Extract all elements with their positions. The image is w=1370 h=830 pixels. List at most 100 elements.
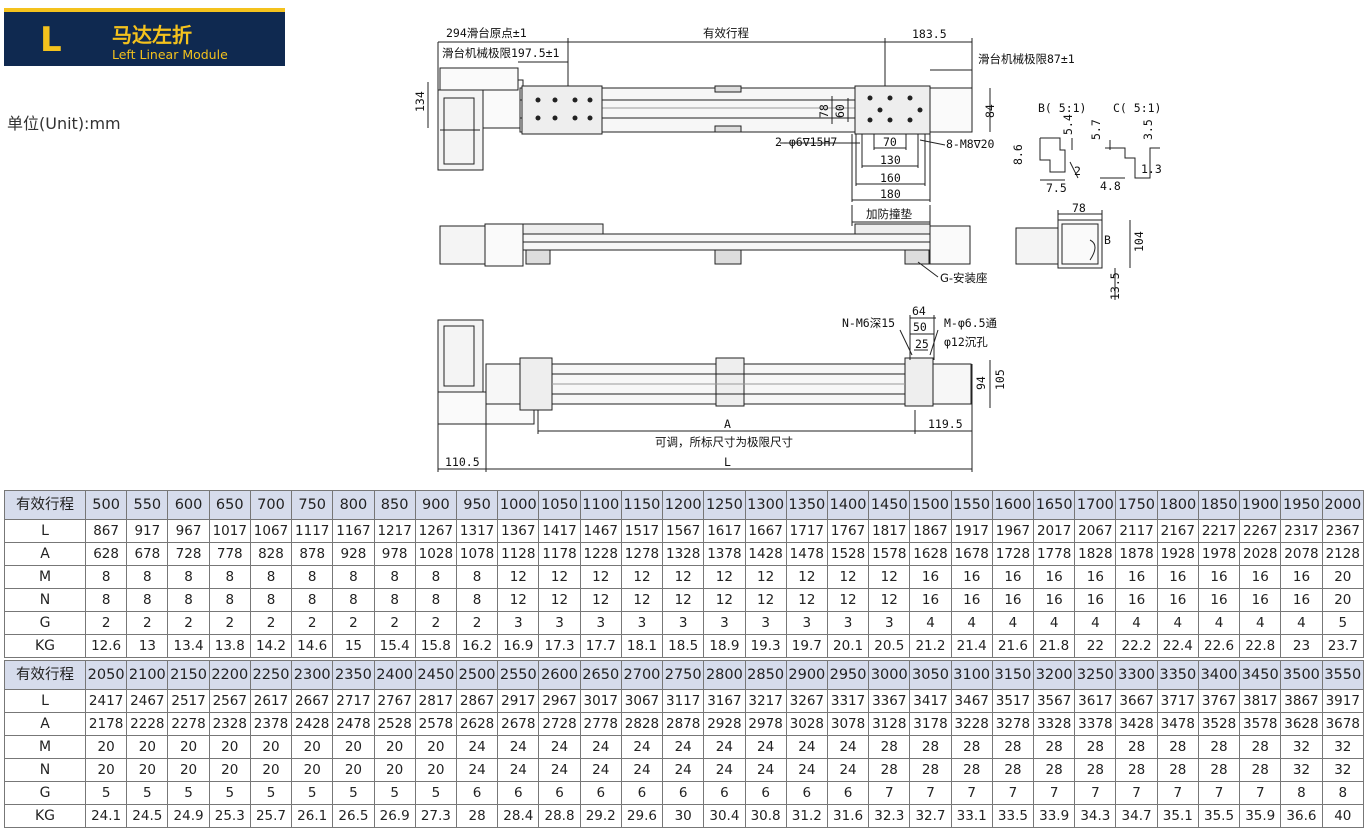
value-cell: 12 [497, 565, 540, 589]
value-cell: 32 [1321, 735, 1365, 759]
value-cell: 16.2 [455, 634, 499, 658]
value-cell: 878 [291, 542, 334, 566]
end-dim-13-5: 13.5 [1108, 272, 1122, 300]
value-cell: 828 [249, 542, 293, 566]
value-cell: 1467 [579, 519, 622, 543]
stroke-cell: 2750 [662, 660, 705, 690]
detail-b-7-5: 7.5 [1046, 181, 1067, 195]
stroke-cell: 1950 [1280, 490, 1323, 520]
top-view [427, 38, 991, 202]
value-cell: 28 [991, 735, 1035, 759]
value-cell: 24 [785, 735, 828, 759]
side-mount-label: G-安装座 [940, 271, 988, 285]
value-cell: 15 [332, 634, 375, 658]
value-cell: 20 [126, 758, 169, 782]
stroke-cell: 1650 [1033, 490, 1076, 520]
value-cell: 1317 [455, 519, 499, 543]
value-cell: 24 [744, 735, 787, 759]
dim-180: 180 [880, 187, 901, 201]
stroke-cell: 1000 [497, 490, 540, 520]
value-cell: 8 [291, 588, 334, 612]
value-cell: 12 [703, 565, 746, 589]
value-cell: 3328 [1033, 712, 1076, 736]
value-cell: 4 [1239, 611, 1282, 635]
value-cell: 3117 [662, 689, 705, 713]
end-dim-104: 104 [1132, 231, 1146, 252]
value-cell: 4 [909, 611, 952, 635]
value-cell: 2 [208, 611, 251, 635]
value-cell: 21.4 [950, 634, 993, 658]
stroke-cell: 1050 [538, 490, 581, 520]
stroke-cell: 1600 [991, 490, 1035, 520]
value-cell: 12 [662, 588, 705, 612]
value-cell: 628 [84, 542, 128, 566]
value-cell: 6 [455, 781, 499, 805]
value-cell: 28 [1074, 735, 1117, 759]
value-cell: 16 [1115, 588, 1158, 612]
value-cell: 12 [497, 588, 540, 612]
stroke-cell: 3300 [1115, 660, 1158, 690]
value-cell: 16 [1115, 565, 1158, 589]
value-cell: 1778 [1033, 542, 1076, 566]
value-cell: 6 [662, 781, 705, 805]
bottom-n-holes: N-M6深15 [842, 316, 895, 330]
value-cell: 34.7 [1115, 804, 1158, 828]
value-cell: 24 [744, 758, 787, 782]
value-cell: 28 [909, 758, 952, 782]
value-cell: 8 [373, 588, 416, 612]
value-cell: 2167 [1156, 519, 1199, 543]
value-cell: 4 [1074, 611, 1117, 635]
value-cell: 5 [84, 781, 128, 805]
value-cell: 12 [826, 588, 870, 612]
value-cell: 16 [1280, 565, 1323, 589]
value-cell: 1067 [249, 519, 293, 543]
value-cell: 3867 [1280, 689, 1323, 713]
value-cell: 12 [744, 588, 787, 612]
value-cell: 1617 [703, 519, 746, 543]
value-cell: 5 [373, 781, 416, 805]
value-cell: 5 [208, 781, 251, 805]
dim-m8-holes: 8-M8∇20 [946, 137, 995, 151]
bottom-view [437, 315, 991, 472]
value-cell: 4 [1115, 611, 1158, 635]
value-cell: 24 [538, 735, 581, 759]
stroke-cell: 1700 [1074, 490, 1117, 520]
value-cell: 1417 [538, 519, 581, 543]
value-cell: 20.5 [868, 634, 911, 658]
value-cell: 4 [991, 611, 1035, 635]
dim-origin: 294滑台原点±1 [446, 26, 527, 40]
value-cell: 7 [991, 781, 1035, 805]
value-cell: 20 [208, 758, 251, 782]
value-cell: 5 [1321, 611, 1365, 635]
value-cell: 32 [1280, 758, 1323, 782]
value-cell: 5 [249, 781, 293, 805]
detail-c-title: C( 5:1) [1113, 101, 1161, 115]
value-cell: 22 [1074, 634, 1117, 658]
value-cell: 24 [620, 758, 664, 782]
stroke-cell: 2050 [84, 660, 128, 690]
dim-70: 70 [883, 135, 897, 149]
value-cell: 28 [1156, 758, 1199, 782]
value-cell: 26.9 [373, 804, 416, 828]
value-cell: 24.1 [84, 804, 128, 828]
value-cell: 28 [950, 758, 993, 782]
value-cell: 28.8 [538, 804, 581, 828]
value-cell: 24 [662, 735, 705, 759]
value-cell: 16 [1197, 588, 1241, 612]
value-cell: 3 [538, 611, 581, 635]
value-cell: 12 [868, 588, 911, 612]
value-cell: 30.4 [703, 804, 746, 828]
value-cell: 35.9 [1239, 804, 1282, 828]
value-cell: 678 [126, 542, 169, 566]
value-cell: 28 [1115, 758, 1158, 782]
value-cell: 3378 [1074, 712, 1117, 736]
value-cell: 8 [208, 588, 251, 612]
stroke-cell: 1400 [826, 490, 870, 520]
value-cell: 12.6 [84, 634, 128, 658]
stroke-cell: 550 [126, 490, 169, 520]
stroke-cell: 1850 [1197, 490, 1241, 520]
value-cell: 4 [1197, 611, 1241, 635]
